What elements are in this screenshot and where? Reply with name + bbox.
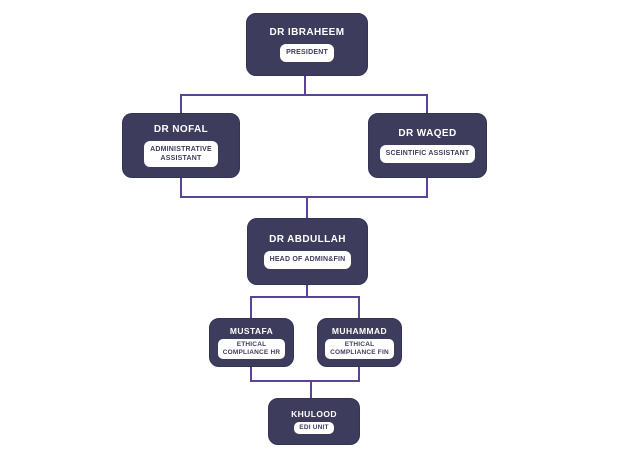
node-title-badge: PRESIDENT xyxy=(280,44,334,62)
connector-segment xyxy=(306,196,308,219)
connector-segment xyxy=(180,94,428,96)
org-node-khulood: KHULOOD EDI UNIT xyxy=(268,398,360,445)
node-name: DR WAQED xyxy=(398,128,457,140)
node-name: DR IBRAHEEM xyxy=(269,27,345,39)
connector-segment xyxy=(250,296,360,298)
connector-segment xyxy=(250,366,252,381)
node-title-badge: ETHICAL COMPLIANCE FIN xyxy=(325,338,394,360)
org-node-waqed: DR WAQED SCEINTIFIC ASSISTANT xyxy=(368,113,487,178)
node-title-badge: ETHICAL COMPLIANCE HR xyxy=(217,338,286,360)
connector-segment xyxy=(180,94,182,114)
node-name: KHULOOD xyxy=(291,408,337,419)
node-title-badge: ADMINISTRATIVE ASSISTANT xyxy=(144,140,218,168)
connector-segment xyxy=(304,75,306,95)
connector-segment xyxy=(310,380,312,399)
connector-segment xyxy=(180,196,428,198)
node-title-badge: EDI UNIT xyxy=(294,421,334,435)
node-name: MUSTAFA xyxy=(229,325,274,336)
org-node-abdullah: DR ABDULLAH HEAD OF ADMIN&FIN xyxy=(247,218,368,285)
connector-segment xyxy=(306,284,308,297)
org-node-mustafa: MUSTAFA ETHICAL COMPLIANCE HR xyxy=(209,318,294,367)
connector-segment xyxy=(426,177,428,198)
node-title-badge: SCEINTIFIC ASSISTANT xyxy=(379,145,476,163)
connector-segment xyxy=(358,366,360,381)
org-node-nofal: DR NOFAL ADMINISTRATIVE ASSISTANT xyxy=(122,113,240,178)
org-node-muhammad: MUHAMMAD ETHICAL COMPLIANCE FIN xyxy=(317,318,402,367)
org-node-president: DR IBRAHEEM PRESIDENT xyxy=(246,13,368,76)
node-name: DR NOFAL xyxy=(153,123,209,135)
node-name: MUHAMMAD xyxy=(331,325,388,336)
connector-segment xyxy=(426,94,428,114)
connector-segment xyxy=(180,177,182,198)
connector-segment xyxy=(358,296,360,319)
connector-segment xyxy=(250,296,252,319)
node-name: DR ABDULLAH xyxy=(269,234,346,246)
node-title-badge: HEAD OF ADMIN&FIN xyxy=(263,251,352,269)
connector-segment xyxy=(250,380,360,382)
